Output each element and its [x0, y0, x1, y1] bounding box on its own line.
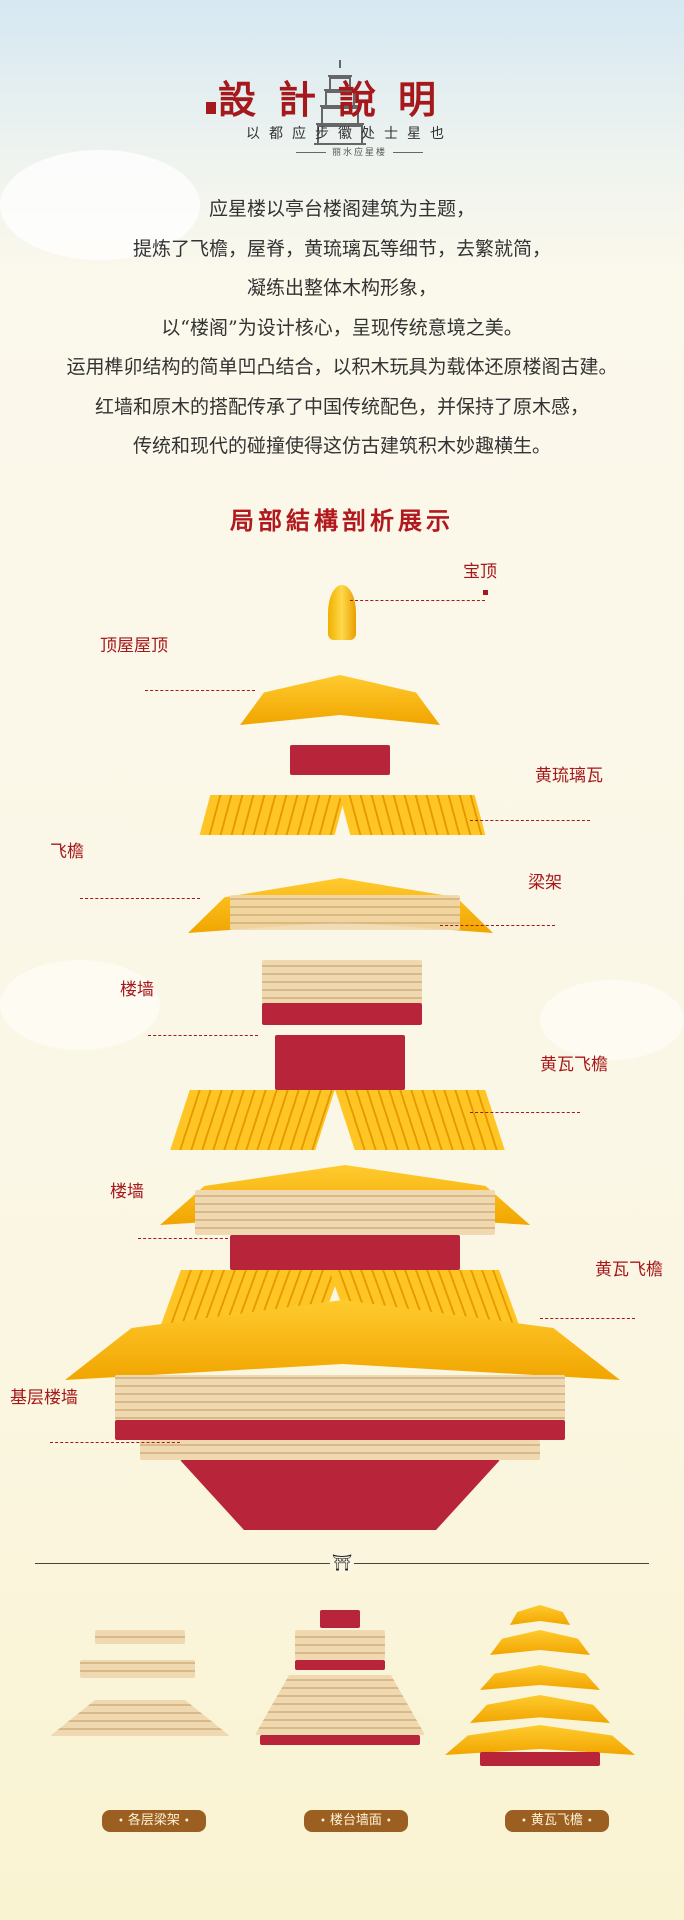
leader-line [50, 1442, 180, 1443]
base-roof-part [65, 1300, 620, 1380]
top-red-block [290, 745, 390, 775]
design-caption: 丽水应星楼 [290, 148, 429, 159]
wall-wood-part [262, 960, 422, 1005]
seal-stamp [206, 102, 216, 114]
leader-line [138, 1238, 228, 1239]
section-title: 局部結構剖析展示 [230, 506, 454, 535]
leader-line [440, 925, 555, 926]
intro-line: 红墙和原木的搭配传承了中国传统配色，并保持了原木感， [94, 395, 589, 418]
cloud-decoration [540, 980, 684, 1060]
label-glazed-tile: 黄琉璃瓦 [535, 766, 603, 786]
label-base-wall: 基层楼墙 [10, 1388, 78, 1408]
yellow-eave-right [335, 1090, 505, 1150]
leader-dot [483, 590, 488, 595]
eave-layer [480, 1665, 600, 1690]
wall-layer [295, 1630, 385, 1660]
label-yellow-eave-1: 黄瓦飞檐 [540, 1055, 608, 1075]
eave-layer [490, 1630, 590, 1655]
pagoda-logo-icon [314, 60, 366, 145]
leader-line [540, 1318, 635, 1319]
eave-base [480, 1752, 600, 1766]
glazed-tile-left [199, 795, 346, 835]
wall-layer [255, 1675, 425, 1735]
base-red-lower [180, 1460, 500, 1530]
label-beam: 梁架 [528, 873, 562, 893]
label-eave: 飞檐 [50, 842, 84, 862]
leader-line [470, 820, 590, 821]
label-top-roof: 顶屋屋顶 [100, 636, 168, 656]
wall-layer [320, 1610, 360, 1628]
eave-layer [470, 1695, 610, 1723]
intro-text: 应星楼以亭台楼阁建筑为主题， 提炼了飞檐，屋脊，黄琉璃瓦等细节，去繁就简， 凝练… [0, 190, 684, 467]
intro-line: 以“楼阁”为设计核心，呈现传统意境之美。 [161, 316, 523, 339]
finial-part [328, 585, 356, 640]
beam-layer [95, 1630, 185, 1644]
leader-line [148, 1035, 258, 1036]
intro-line: 传统和现代的碰撞使得这仿古建筑积木妙趣横生。 [132, 435, 551, 457]
cloud-decoration [0, 150, 200, 260]
beam-layer [50, 1700, 230, 1736]
intro-line: 应星楼以亭台楼阁建筑为主题， [208, 198, 475, 220]
label-finial: 宝顶 [463, 562, 497, 582]
top-roof-part [240, 675, 440, 725]
design-title: 設計說明 [218, 77, 459, 122]
wall-red-part [262, 1003, 422, 1025]
badge-eaves: 黄瓦飞檐 [505, 1810, 609, 1832]
badge-walls: 楼台墙面 [304, 1810, 408, 1832]
eave-layer [445, 1725, 635, 1755]
red-joint-part [275, 1035, 405, 1090]
label-wall-1: 楼墙 [120, 980, 154, 1000]
base-wood-wall [115, 1375, 565, 1425]
mid-red-wall [230, 1235, 460, 1270]
yellow-eave-left [170, 1090, 335, 1150]
label-wall-2: 楼墙 [110, 1182, 144, 1202]
eave-layer [510, 1605, 570, 1625]
mid-wood-part [195, 1190, 495, 1235]
intro-line: 提炼了飞檐，屋脊，黄琉璃瓦等细节，去繁就简， [132, 237, 551, 260]
base-wood-wall-lower [140, 1440, 540, 1460]
wall-layer [295, 1660, 385, 1670]
leader-line [80, 898, 200, 899]
beam-frame-part [230, 895, 460, 930]
glazed-tile-right [339, 795, 486, 835]
intro-line: 运用榫卯结构的简单凹凸结合，以积木玩具为载体还原楼阁古建。 [66, 356, 618, 378]
cloud-decoration [0, 960, 160, 1050]
leader-line [145, 690, 255, 691]
leader-line [350, 600, 485, 601]
leader-line [470, 1112, 580, 1113]
beam-layer [80, 1660, 195, 1678]
wall-layer [260, 1735, 420, 1745]
label-yellow-eave-2: 黄瓦飞檐 [595, 1260, 663, 1280]
intro-line: 凝练出整体木构形象， [246, 277, 437, 299]
badge-beams: 各层梁架 [102, 1810, 206, 1832]
pavilion-icon: ⛩ [330, 1553, 354, 1573]
design-subtitle: 以都应步徽处士星也 [246, 126, 453, 142]
base-red-band [115, 1420, 565, 1440]
